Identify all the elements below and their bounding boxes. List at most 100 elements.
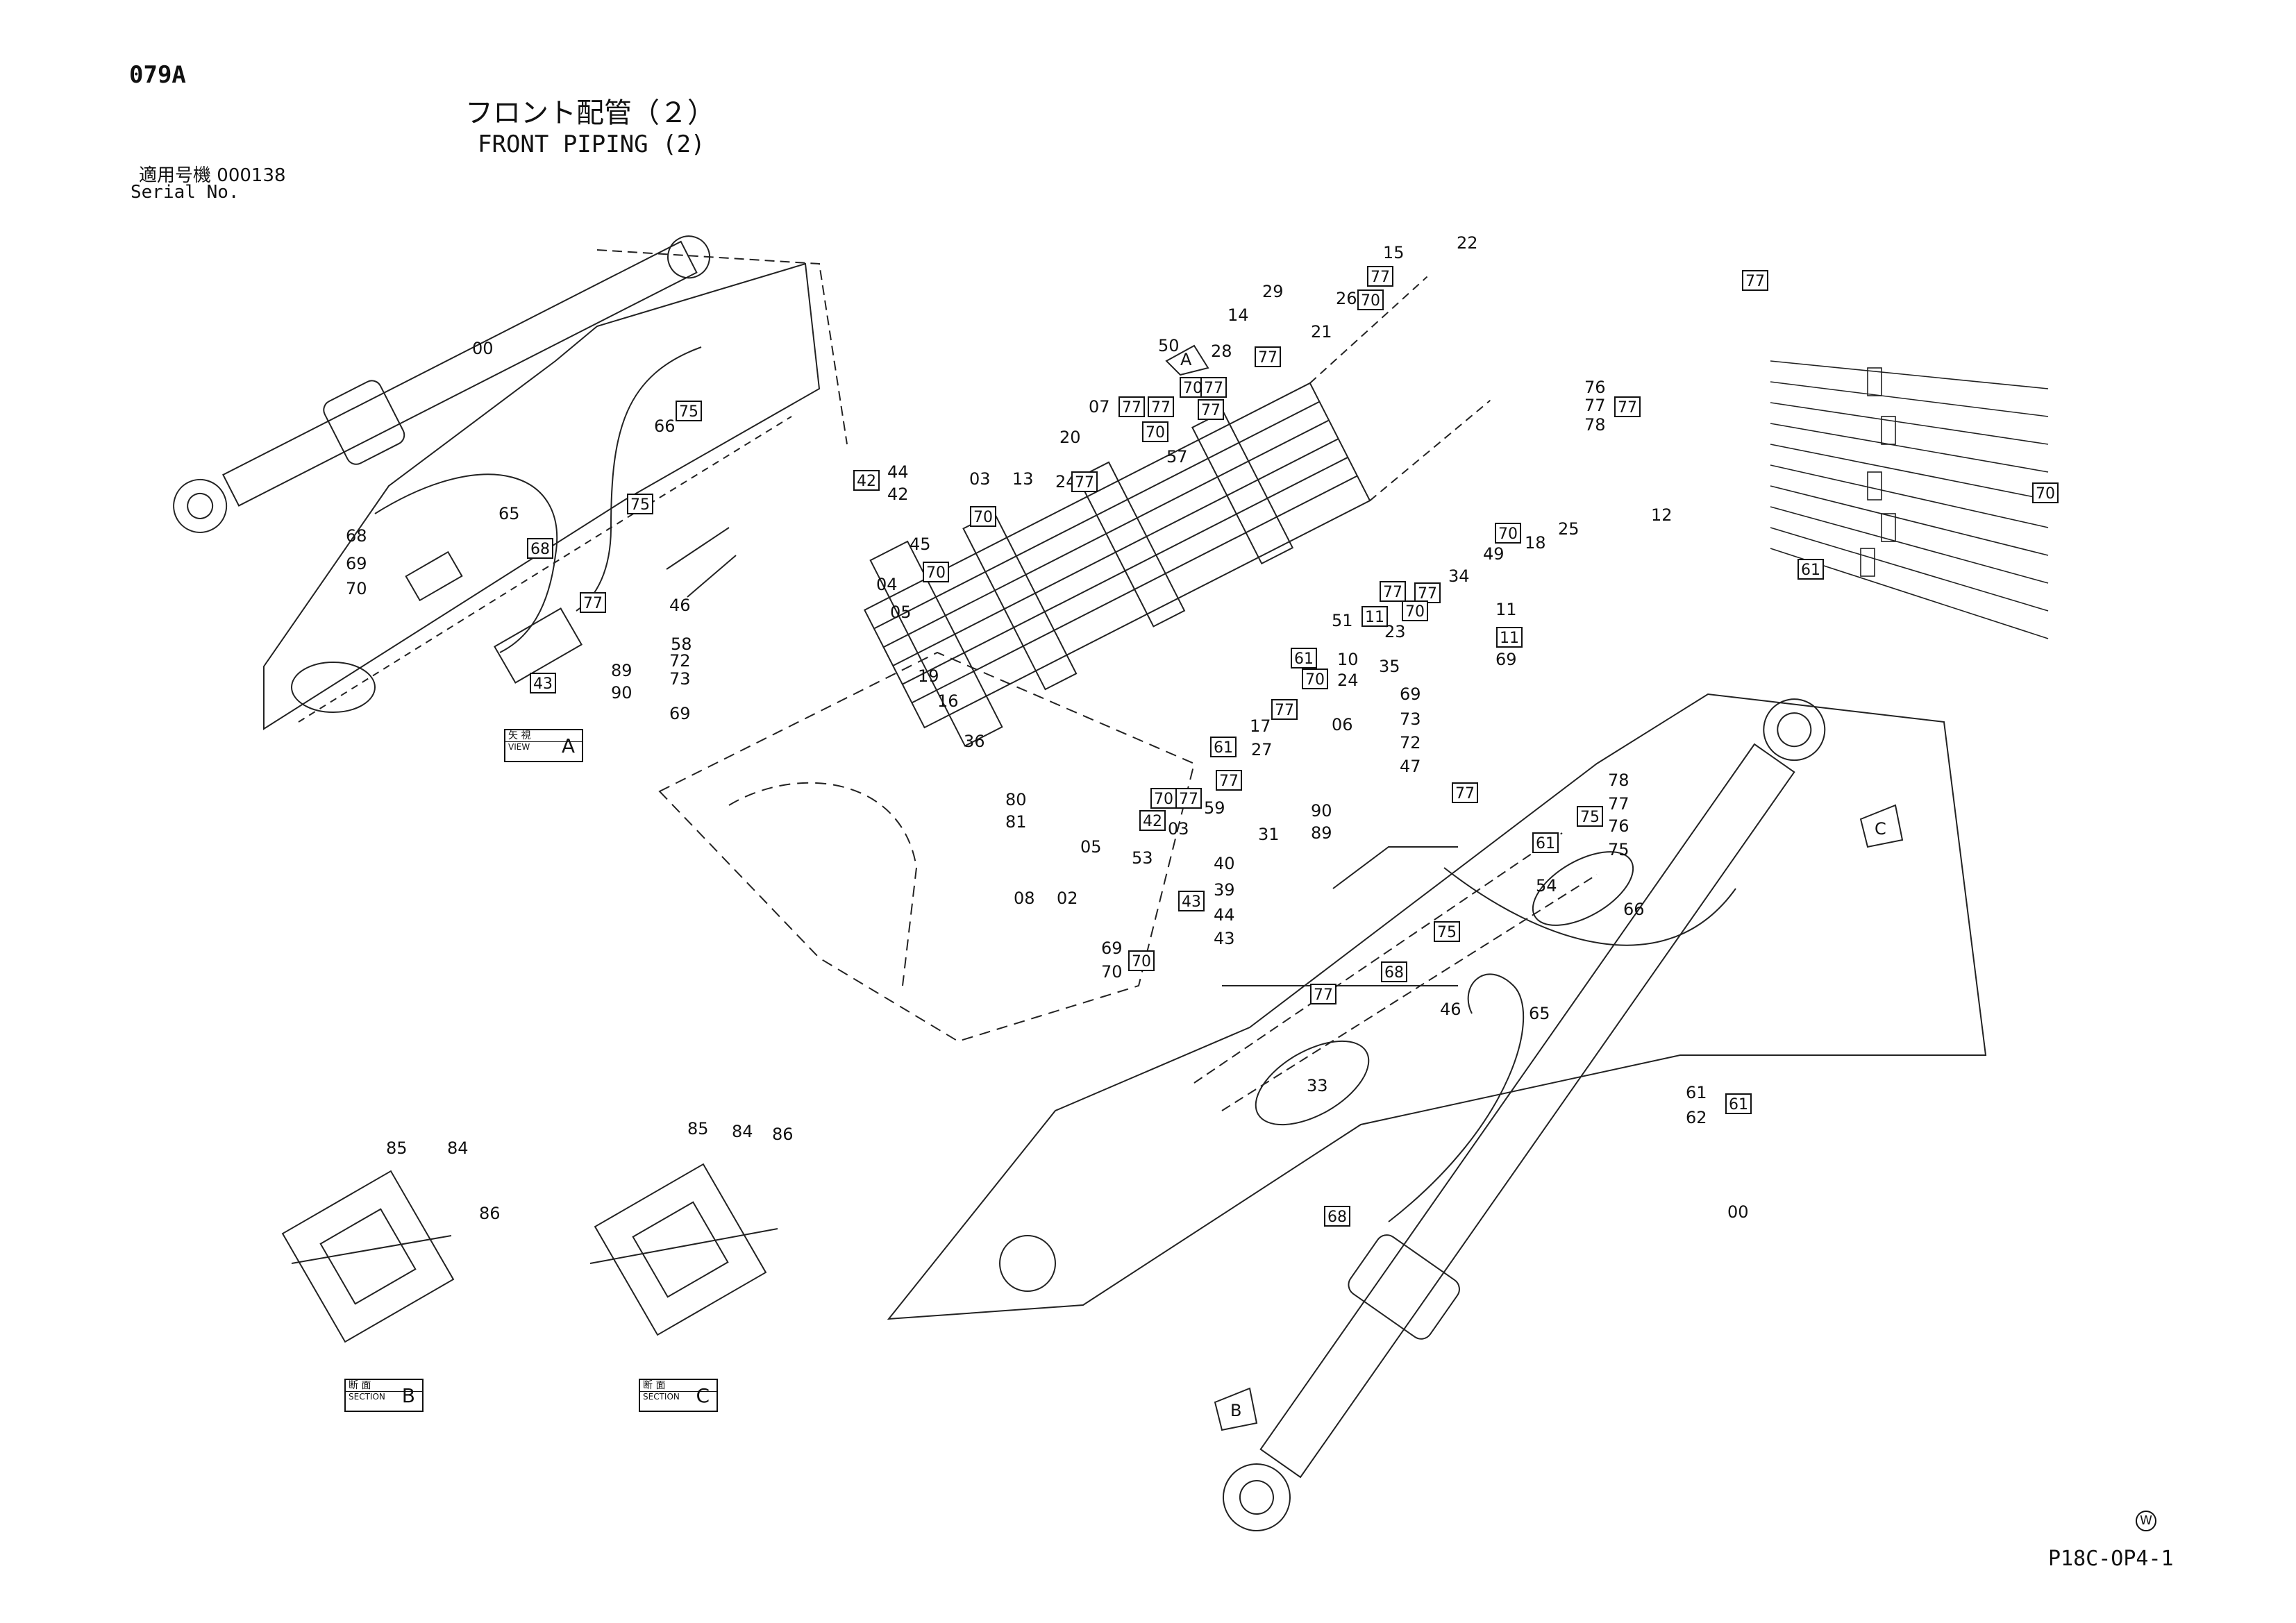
part-number: 43 <box>533 675 553 693</box>
part-number: 45 <box>910 535 931 554</box>
swing-frame-outline <box>658 651 1196 1043</box>
part-number: 08 <box>1014 889 1035 908</box>
part-label-box <box>1175 788 1202 809</box>
part-label-p33: 33 <box>1307 1076 1328 1095</box>
part-number: 77 <box>1122 399 1141 417</box>
part-label-p44: 44 <box>887 462 909 482</box>
part-label-p77r: 77 <box>1310 984 1336 1004</box>
part-label-p77l: 77 <box>1216 770 1242 791</box>
page-title-jp: フロント配管（２） <box>465 97 715 129</box>
part-number: 49 <box>1483 544 1505 564</box>
part-label-box <box>580 592 606 613</box>
part-label-p77i: 77 <box>1198 399 1224 420</box>
part-number: 20 <box>1059 428 1081 447</box>
part-number: 70 <box>926 564 946 582</box>
part-label-p05: 05 <box>890 603 912 622</box>
part-label-box <box>530 673 556 693</box>
part-label-p08: 08 <box>1014 889 1035 908</box>
part-label-box <box>1210 737 1237 757</box>
part-number: 42 <box>1143 813 1162 830</box>
part-label-p78: 78 <box>1584 415 1606 435</box>
part-number: 75 <box>679 403 698 421</box>
part-label-box <box>1139 810 1166 831</box>
part-label-p28: 28 <box>1211 342 1232 361</box>
part-number: 84 <box>447 1138 469 1158</box>
part-label-p77f: 77 <box>1614 396 1641 417</box>
section-c-caption: 断 面 SECTION C <box>639 1379 718 1412</box>
part-label-box <box>1071 471 1098 492</box>
part-number: 70 <box>973 509 993 526</box>
part-number: 77 <box>1179 791 1198 808</box>
part-number: 77 <box>1275 702 1294 719</box>
part-number: C <box>1875 819 1886 839</box>
part-number: 81 <box>1005 812 1027 832</box>
part-number: 85 <box>386 1138 408 1158</box>
part-number: 61 <box>1214 739 1233 757</box>
part-number: 03 <box>1168 819 1189 839</box>
part-number: 77 <box>1608 794 1629 814</box>
part-label-p86a: 86 <box>479 1204 501 1223</box>
part-label-p40: 40 <box>1214 854 1235 873</box>
part-number: 05 <box>1080 837 1102 857</box>
part-label-box <box>1142 421 1168 442</box>
part-label-p26: 26 <box>1336 289 1357 308</box>
part-number: 18 <box>1525 533 1546 553</box>
part-label-p77p: 77 <box>1742 270 1768 291</box>
part-label-p02: 02 <box>1057 889 1078 908</box>
part-label-p66a: 66 <box>654 417 676 436</box>
part-number: 65 <box>1529 1004 1550 1023</box>
part-number: 26 <box>1336 289 1357 308</box>
part-label-p77j: 77 <box>1071 471 1098 492</box>
part-label-p03: 03 <box>969 469 991 489</box>
part-label-box <box>1532 832 1559 853</box>
part-label-p77o: 77 <box>1414 582 1441 603</box>
part-label-p61d: 61 <box>1532 832 1559 853</box>
part-number: 70 <box>2036 485 2055 503</box>
part-label-box <box>1367 266 1393 287</box>
part-number: 13 <box>1012 469 1034 489</box>
part-number: 42 <box>857 473 876 490</box>
part-label-box <box>1128 950 1155 971</box>
part-label-p77n: 77 <box>1380 581 1406 602</box>
part-label-p61c: 61 <box>1798 559 1824 580</box>
part-label-p17: 17 <box>1250 716 1271 736</box>
part-label-p15: 15 <box>1383 243 1405 262</box>
part-label-p43a: 43 <box>530 673 556 693</box>
part-number: 75 <box>1437 924 1457 941</box>
part-label-p53: 53 <box>1132 848 1153 868</box>
part-number: 76 <box>1584 378 1606 397</box>
part-label-p47: 47 <box>1400 757 1421 776</box>
part-number: 61 <box>1686 1083 1707 1102</box>
part-label-p50: 50 <box>1158 336 1180 355</box>
part-label-p11c: 11 <box>1496 627 1523 648</box>
part-number: 11 <box>1495 600 1517 619</box>
part-number: 77 <box>1258 349 1277 367</box>
part-number: 69 <box>1495 650 1517 669</box>
part-label-p65b: 65 <box>1529 1004 1550 1023</box>
part-number: 70 <box>1132 953 1151 970</box>
serial-row: 適用号機 000138 <box>139 161 286 187</box>
part-label-p44b: 44 <box>1214 905 1235 925</box>
part-label-p77d: 77 <box>1200 377 1227 398</box>
part-number: 00 <box>1727 1202 1749 1222</box>
part-label-p05b: 05 <box>1080 837 1102 857</box>
hose-66-right <box>1443 867 1736 946</box>
part-label-p11: 11 <box>1495 600 1517 619</box>
view-a-caption-text: VIEW <box>508 742 530 752</box>
part-label-p04: 04 <box>876 575 898 594</box>
part-label-p10: 10 <box>1337 650 1359 669</box>
part-label-p45: 45 <box>910 535 931 554</box>
part-label-p25: 25 <box>1558 519 1579 539</box>
part-label-box <box>1452 782 1478 803</box>
part-number: 70 <box>1305 671 1325 689</box>
part-label-p51: 51 <box>1332 611 1353 630</box>
part-number: 36 <box>964 732 985 751</box>
view-a-small: 矢 視 <box>505 730 582 742</box>
part-label-p77e: 77 <box>1584 396 1606 415</box>
part-number: 77 <box>1371 269 1390 286</box>
section-c-caption-text: SECTION <box>643 1392 680 1402</box>
part-number: 84 <box>732 1122 753 1141</box>
serial-value: 000138 <box>217 165 286 186</box>
part-number: 03 <box>969 469 991 489</box>
part-number: 06 <box>1332 715 1353 734</box>
